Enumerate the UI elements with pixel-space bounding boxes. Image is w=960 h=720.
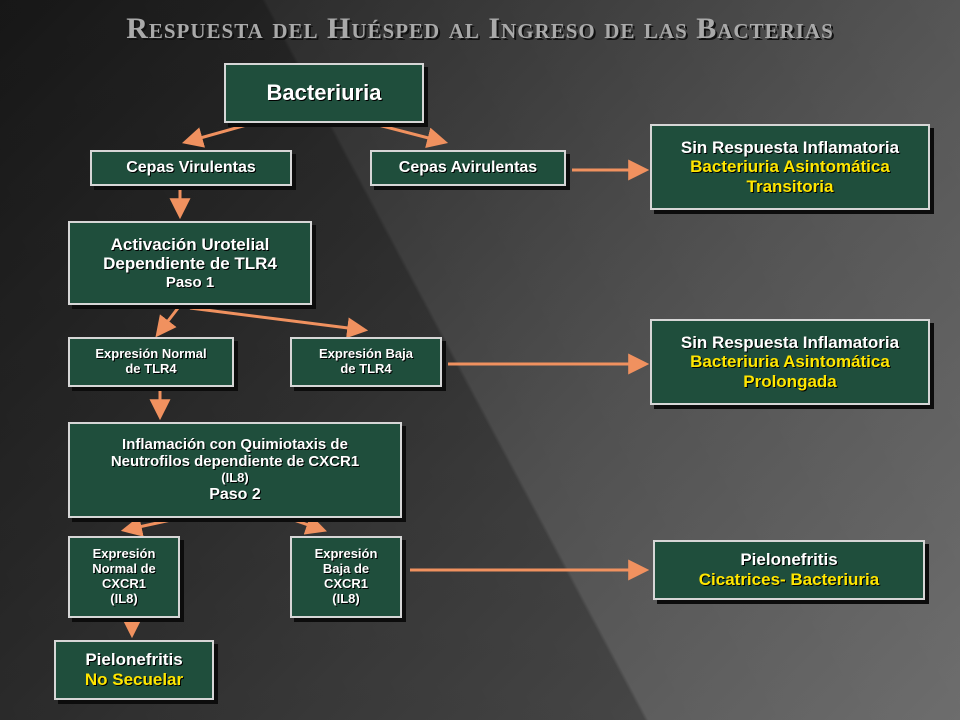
node-label-highlight: Transitoria [746,176,834,196]
node-label: Cepas Virulentas [126,158,256,176]
node-label: Sin Respuesta Inflamatoria [680,332,900,352]
node-label: Sin Respuesta Inflamatoria [680,137,900,157]
node-expresion-normal-tlr4: Expresión Normal de TLR4 [68,337,234,387]
node-label: CXCR1 [101,576,147,591]
node-cepas-avirulentas: Cepas Avirulentas [370,150,566,186]
arrow-activacion-to-expr-normal [155,307,180,338]
node-label: Expresión Normal [95,346,207,362]
node-cepas-virulentas: Cepas Virulentas [90,150,292,186]
node-label: (IL8) [221,469,249,485]
node-label-highlight: Cicatrices- Bacteriuria [698,570,880,589]
node-label-highlight: Bacteriuria Asintomática [690,157,890,177]
node-label: de TLR4 [340,361,392,376]
node-label: Expresión [314,546,378,562]
node-label: Cepas Avirulentas [398,158,538,176]
page-title: Respuesta del Huésped al Ingreso de las … [126,12,834,45]
node-label: Paso 1 [165,273,215,291]
node-label-highlight: Bacteriuria Asintomática [690,352,890,372]
node-label-highlight: No Secuelar [84,670,184,689]
node-expresion-baja-cxcr1: Expresión Baja de CXCR1 (IL8) [290,536,402,618]
node-label: Normal de [92,561,156,577]
node-label-highlight: Prolongada [743,371,837,391]
node-label: Expresión [92,546,156,562]
node-label: Pielonefritis [85,650,183,670]
node-label: de TLR4 [125,361,177,376]
node-label: (IL8) [110,590,138,606]
node-expresion-baja-tlr4: Expresión Baja de TLR4 [290,337,442,387]
node-sin-respuesta-transitoria: Sin Respuesta Inflamatoria Bacteriuria A… [650,124,930,210]
node-label: Activación Urotelial [110,234,270,254]
node-label: Pielonefritis [740,550,838,570]
arrow-activacion-to-expr-baja [189,306,369,339]
node-label: Neutrofilos dependiente de CXCR1 [110,453,360,471]
node-pielonefritis-cicatrices: Pielonefritis Cicatrices- Bacteriuria [653,540,925,600]
node-label: Baja de [322,561,370,577]
node-label: Bacteriuria [266,80,382,106]
node-label: Expresión Baja [319,346,413,362]
node-expresion-normal-cxcr1: Expresión Normal de CXCR1 (IL8) [68,536,180,618]
node-label: Inflamación con Quimiotaxis de [122,436,348,454]
node-sin-respuesta-prolongada: Sin Respuesta Inflamatoria Bacteriuria A… [650,319,930,405]
node-bacteriuria: Bacteriuria [224,63,424,123]
node-label: (IL8) [332,590,360,606]
node-pielonefritis-no-secuelar: Pielonefritis No Secuelar [54,640,214,700]
node-inflamacion-quimiotaxis: Inflamación con Quimiotaxis de Neutrofil… [68,422,402,518]
node-activacion-urotelial: Activación Urotelial Dependiente de TLR4… [68,221,312,305]
node-label: Dependiente de TLR4 [103,254,277,274]
node-label: CXCR1 [323,576,369,591]
node-label: Paso 2 [209,485,261,503]
